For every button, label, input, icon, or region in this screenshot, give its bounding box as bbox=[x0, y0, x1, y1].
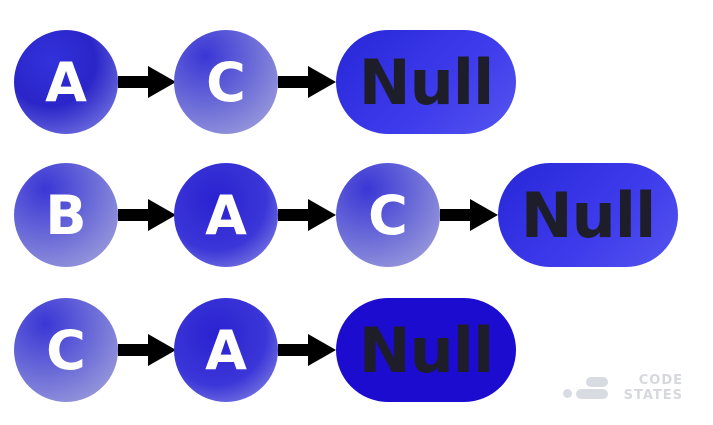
list-node: B bbox=[14, 163, 118, 267]
list-node: C bbox=[174, 30, 278, 134]
list-node: A bbox=[174, 163, 278, 267]
logo-wordmark: CODE STATES bbox=[619, 373, 683, 403]
linked-list-row-2: B A C Null bbox=[0, 161, 713, 271]
null-terminal: Null bbox=[498, 163, 678, 267]
arrow-right-icon bbox=[278, 199, 336, 231]
logo-line-1: CODE bbox=[638, 373, 683, 388]
logo-dot-icon bbox=[563, 389, 572, 398]
arrow-right-icon bbox=[118, 66, 176, 98]
list-node: A bbox=[14, 30, 118, 134]
null-terminal: Null bbox=[336, 298, 516, 402]
code-states-logo: CODE STATES bbox=[563, 371, 685, 407]
list-node: C bbox=[14, 298, 118, 402]
logo-line-2: STATES bbox=[623, 388, 683, 403]
arrow-right-icon bbox=[118, 334, 176, 366]
linked-list-row-1: A C Null bbox=[0, 28, 713, 138]
linked-list-row-3: C A Null bbox=[0, 296, 713, 406]
list-node: C bbox=[336, 163, 440, 267]
logo-bar-icon bbox=[586, 377, 608, 387]
arrow-right-icon bbox=[440, 199, 498, 231]
null-terminal: Null bbox=[336, 30, 516, 134]
arrow-right-icon bbox=[278, 334, 336, 366]
arrow-right-icon bbox=[118, 199, 176, 231]
arrow-right-icon bbox=[278, 66, 336, 98]
logo-bar-icon bbox=[576, 389, 608, 399]
list-node: A bbox=[174, 298, 278, 402]
